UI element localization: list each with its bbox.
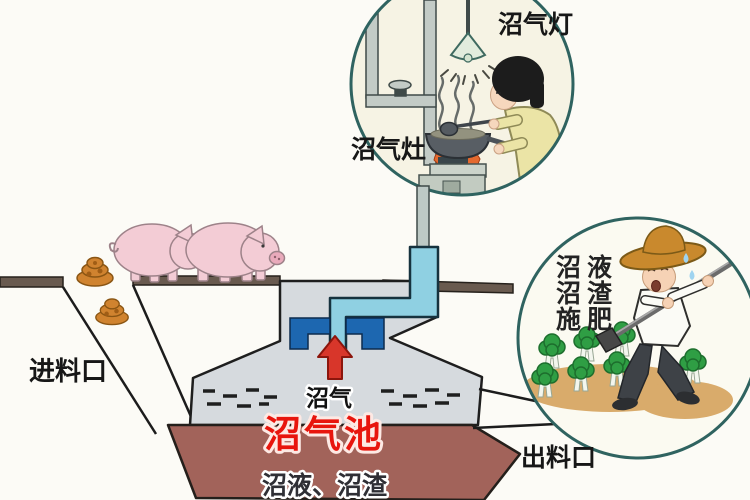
ground-band-left xyxy=(0,276,64,288)
valve-icon xyxy=(388,79,412,91)
outlet-channel-lower-wall xyxy=(472,422,557,430)
biogas-lamp-label: 沼气灯 xyxy=(498,10,573,39)
biogas-stove-label: 沼气灶 xyxy=(351,135,426,164)
farm-scene xyxy=(522,225,733,419)
biogas-stove-icon xyxy=(418,128,522,195)
wok-icon xyxy=(424,133,492,160)
liquid-level-dashes xyxy=(203,388,460,408)
biogas-pool-title: 沼气池 xyxy=(264,414,384,455)
pigs-illustration xyxy=(108,222,286,283)
manure-pile-icon xyxy=(76,256,114,287)
fertilizer-label-line2: 沼渣 xyxy=(556,280,618,308)
kitchen-circle-outline xyxy=(349,0,575,197)
outlet-channel xyxy=(472,387,557,430)
steam-icon xyxy=(437,74,475,132)
biogas-label: 沼气 xyxy=(306,385,352,411)
farm-circle-outline xyxy=(516,216,750,460)
outlet-channel-upper-wall xyxy=(478,387,541,404)
inlet-channel-outer-wall xyxy=(61,286,158,435)
farmer-person xyxy=(594,225,733,411)
gas-flow-arrow-icon xyxy=(317,335,353,380)
manure-pile-icon xyxy=(95,298,129,326)
inlet-channel xyxy=(61,284,198,435)
sweat-drop-icon xyxy=(683,253,689,263)
gas-pipes-icon xyxy=(365,0,437,166)
kitchen-scene xyxy=(365,0,562,195)
manure-piles xyxy=(76,256,129,326)
inlet-channel-inner-wall xyxy=(131,284,198,429)
fertilizer-label-line3: 施肥 xyxy=(556,306,618,334)
gas-supply-pipe xyxy=(416,185,430,249)
biogas-lamp-icon xyxy=(440,0,498,85)
fertilizer-label: 沼液 沼渣 施肥 xyxy=(556,253,618,334)
pig-right xyxy=(185,222,286,283)
slurry-residue-label: 沼液、沼渣 xyxy=(262,471,388,500)
outlet-label: 出料口 xyxy=(521,444,596,472)
digestate-pool xyxy=(166,423,522,500)
cook-person xyxy=(439,56,562,192)
vegetable-plants xyxy=(531,321,707,398)
fertilizer-label-line1: 沼液 xyxy=(556,253,618,282)
inlet-label: 进料口 xyxy=(29,356,107,386)
sweat-drop-icon xyxy=(689,270,695,280)
gas-collector xyxy=(289,317,385,350)
